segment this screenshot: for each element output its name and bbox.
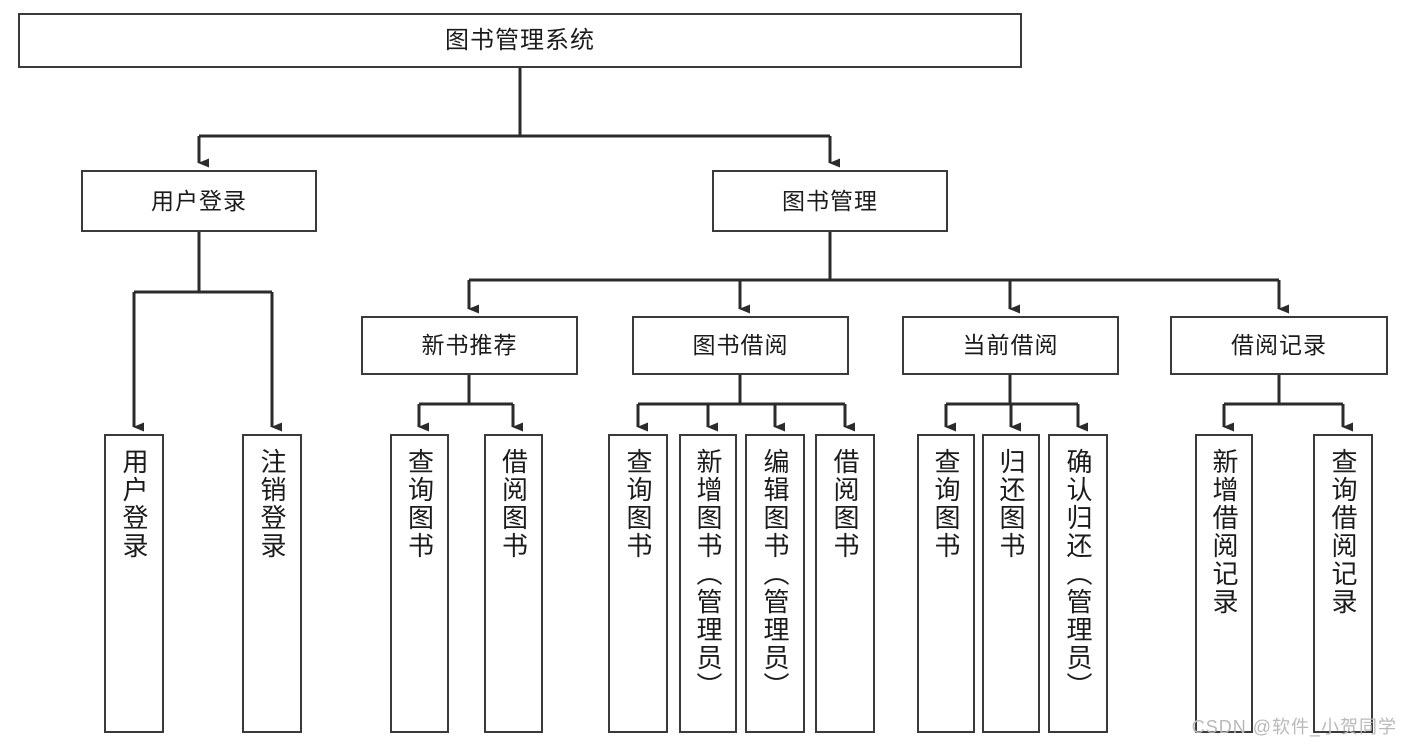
node-leaf-add-record-label: 新增借阅记录 bbox=[1209, 448, 1240, 616]
node-leaf-query-book-1-label: 查询图书 bbox=[404, 448, 435, 560]
node-book-borrow-label: 图书借阅 bbox=[692, 332, 789, 359]
node-leaf-query-record[interactable]: 查询借阅记录 bbox=[1313, 434, 1373, 733]
node-new-book-recommend[interactable]: 新书推荐 bbox=[361, 316, 578, 375]
node-root[interactable]: 图书管理系统 bbox=[18, 13, 1022, 68]
node-leaf-add-record[interactable]: 新增借阅记录 bbox=[1195, 434, 1253, 733]
node-leaf-add-book[interactable]: 新增图书（管理员） bbox=[679, 434, 737, 733]
node-leaf-user-login-label: 用户登录 bbox=[119, 448, 150, 560]
node-current-borrow[interactable]: 当前借阅 bbox=[902, 316, 1119, 375]
node-leaf-query-book-1[interactable]: 查询图书 bbox=[390, 434, 449, 733]
node-root-label: 图书管理系统 bbox=[445, 26, 595, 54]
node-user-login-label: 用户登录 bbox=[151, 187, 247, 214]
node-leaf-query-book-2-label: 查询图书 bbox=[623, 448, 654, 560]
node-leaf-user-login[interactable]: 用户登录 bbox=[104, 434, 164, 733]
node-new-book-recommend-label: 新书推荐 bbox=[421, 332, 518, 359]
node-leaf-logout-login[interactable]: 注销登录 bbox=[242, 434, 302, 733]
node-leaf-borrow-book-1-label: 借阅图书 bbox=[498, 448, 529, 560]
node-leaf-confirm-return-label: 确认归还（管理员） bbox=[1063, 448, 1094, 700]
node-borrow-record-label: 借阅记录 bbox=[1231, 332, 1327, 359]
node-leaf-edit-book[interactable]: 编辑图书（管理员） bbox=[745, 434, 805, 733]
node-leaf-return-book[interactable]: 归还图书 bbox=[982, 434, 1040, 733]
node-current-borrow-label: 当前借阅 bbox=[962, 332, 1059, 359]
node-leaf-edit-book-label: 编辑图书（管理员） bbox=[760, 448, 791, 700]
node-leaf-query-record-label: 查询借阅记录 bbox=[1328, 448, 1359, 616]
node-leaf-add-book-label: 新增图书（管理员） bbox=[693, 448, 724, 700]
node-leaf-query-book-3-label: 查询图书 bbox=[931, 448, 962, 560]
node-book-manage-label: 图书管理 bbox=[782, 187, 878, 214]
node-user-login[interactable]: 用户登录 bbox=[81, 170, 317, 232]
node-leaf-query-book-2[interactable]: 查询图书 bbox=[608, 434, 668, 733]
node-book-manage[interactable]: 图书管理 bbox=[712, 170, 948, 232]
node-leaf-borrow-book-1[interactable]: 借阅图书 bbox=[484, 434, 543, 733]
node-leaf-borrow-book-2[interactable]: 借阅图书 bbox=[815, 434, 875, 733]
node-leaf-query-book-3[interactable]: 查询图书 bbox=[917, 434, 975, 733]
node-leaf-logout-login-label: 注销登录 bbox=[257, 448, 288, 560]
node-borrow-record[interactable]: 借阅记录 bbox=[1170, 316, 1388, 375]
node-book-borrow[interactable]: 图书借阅 bbox=[632, 316, 849, 375]
node-leaf-borrow-book-2-label: 借阅图书 bbox=[830, 448, 861, 560]
node-leaf-confirm-return[interactable]: 确认归还（管理员） bbox=[1048, 434, 1108, 733]
node-leaf-return-book-label: 归还图书 bbox=[996, 448, 1027, 560]
